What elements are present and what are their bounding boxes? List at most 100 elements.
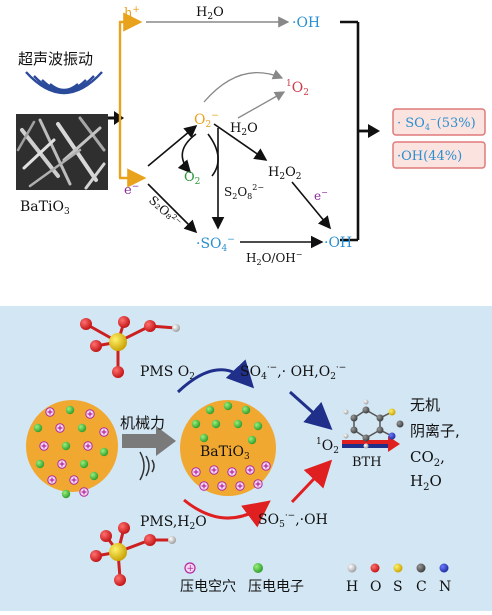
particle-left: [26, 400, 118, 492]
legend-n-icon: [439, 563, 449, 573]
electron-to-superoxide-arrow: [147, 124, 198, 167]
radicals-bot-label: SO5·−,·OH: [258, 511, 328, 530]
hole-charge-icon-plus: [255, 481, 261, 487]
material-label: BaTiO3: [20, 199, 70, 217]
electron-charge-icon: [79, 459, 89, 469]
electron-charge-icon: [61, 441, 71, 451]
h2o-top-label: H2O: [196, 5, 224, 22]
h2o2-label: H2O2: [268, 165, 301, 182]
electron-to-so4-arrow: [147, 183, 198, 234]
electron-charge-icon: [233, 419, 243, 429]
electron-charge-icon: [205, 405, 215, 415]
hole-charge-icon-plus: [59, 461, 65, 467]
electron-charge-icon: [89, 471, 99, 481]
hole-charge-icon-plus: [193, 469, 199, 475]
h2o2-to-oh-arrow: [291, 181, 332, 230]
particle-left-charges: [33, 405, 109, 499]
h2o-oh-label: H2O/OH−: [246, 250, 302, 267]
electron-charge-icon: [241, 405, 251, 415]
hole-charge-icon-plus: [49, 477, 55, 483]
hole-charge-icon-plus: [81, 489, 87, 495]
blue-curve-arrow: [176, 359, 255, 394]
pms-h2o-label: PMS,H2O: [140, 514, 207, 532]
products-line3: CO2,: [410, 448, 445, 469]
pms-molecule-top: [80, 316, 180, 378]
svg-text:· SO4−(53%): · SO4−(53%): [397, 115, 476, 132]
legend-s-icon: [393, 563, 403, 573]
svg-text:+: +: [187, 564, 195, 574]
singlet-label: 1O2: [316, 437, 339, 456]
so4-radical-label: ·SO4−: [196, 235, 235, 254]
top-panel: 超声波振动 BaTiO3: [16, 5, 486, 267]
legend-c-icon: [416, 563, 426, 573]
o2-cycle-label: O2: [184, 170, 200, 187]
electron-charge-icon: [211, 419, 221, 429]
products-line1: 无机: [410, 396, 440, 414]
legend-hole-icon: [184, 562, 196, 574]
o2-cycle-arrow: [177, 133, 197, 174]
particle-right-charges: [191, 401, 271, 491]
legend-o-icon: [370, 563, 380, 573]
legend: + 压电空穴 压电电子 H O S C N: [180, 562, 451, 595]
hole-charge-icon-plus: [229, 469, 235, 475]
electron-charge-icon: [253, 421, 263, 431]
result-so4-box: · SO4−(53%): [392, 108, 486, 136]
superoxide-label: O2−: [194, 111, 219, 130]
vibration-icon: [139, 451, 155, 481]
batio3-label: BaTiO3: [200, 444, 250, 462]
hole-charge-icon-plus: [57, 425, 63, 431]
radicals-to-singlet-arrow: [288, 390, 333, 431]
pms-o2-label: PMS O2: [140, 364, 195, 382]
electron-charge-icon: [61, 489, 71, 499]
oh-bottom-label: ·OH: [324, 235, 352, 251]
hole-charge-icon-plus: [47, 409, 53, 415]
vibration-label: 超声波振动: [18, 50, 93, 68]
pms-molecule-bottom: [90, 522, 176, 586]
hole-charge-icon-plus: [87, 411, 93, 417]
superoxide-to-singlet-arrow: [203, 69, 284, 103]
hole-charge-icon-plus: [41, 443, 47, 449]
mech-force-label: 机械力: [120, 414, 165, 432]
products-line2: 阴离子,: [410, 422, 460, 440]
legend-electron-label: 压电电子: [248, 579, 304, 595]
bth-label: BTH: [352, 455, 382, 470]
hole-charge-icon-plus: [219, 483, 225, 489]
singlet-oxygen-label: 1O2: [286, 79, 309, 98]
h2o-to-singlet-arrow: [237, 91, 286, 119]
legend-h-label: H: [346, 579, 358, 595]
so5-to-singlet-arrow: [290, 459, 333, 504]
collector-bracket: [340, 20, 360, 242]
electron-charge-icon: [65, 405, 75, 415]
electron-charge-icon: [99, 447, 109, 457]
electron-charge-icon: [223, 401, 233, 411]
electron-charge-icon: [199, 433, 209, 443]
electron-charge-icon: [247, 435, 257, 445]
radicals-top-label: SO4·−,· OH,O2·−: [240, 363, 346, 382]
hole-charge-icon-plus: [71, 477, 77, 483]
legend-s-label: S: [393, 579, 403, 595]
electron-label: e−: [124, 182, 139, 198]
batio3-sem-image: [16, 114, 108, 190]
legend-electron-icon: [253, 563, 263, 573]
legend-o-label: O: [370, 579, 381, 595]
hole-charge-icon-plus: [85, 443, 91, 449]
hole-charge-icon-plus: [263, 463, 269, 469]
products-line4: H2O: [410, 472, 442, 493]
charge-bracket: [118, 12, 147, 188]
electron-charge-icon: [77, 423, 87, 433]
hole-label: h+: [124, 5, 140, 21]
result-oh-box: ·OH(44%): [392, 141, 486, 169]
electron-charge-icon: [191, 419, 201, 429]
e-small-label: e−: [314, 188, 328, 203]
hole-charge-icon-plus: [101, 429, 107, 435]
s2o8-right-label: S2O82−: [224, 183, 264, 201]
h2o-mid-label: H2O: [230, 121, 258, 138]
superoxide-to-h2o2-arrow: [213, 123, 268, 161]
hole-charge-icon-plus: [211, 467, 217, 473]
s2o8-diag-label: S₂O₈²⁻: [146, 193, 184, 229]
legend-hole-label: 压电空穴: [180, 579, 236, 595]
electron-charge-icon: [33, 423, 43, 433]
oh-top-label: ·OH: [292, 15, 320, 31]
bth-molecule: [343, 399, 404, 449]
mech-force-arrow: [122, 426, 176, 456]
